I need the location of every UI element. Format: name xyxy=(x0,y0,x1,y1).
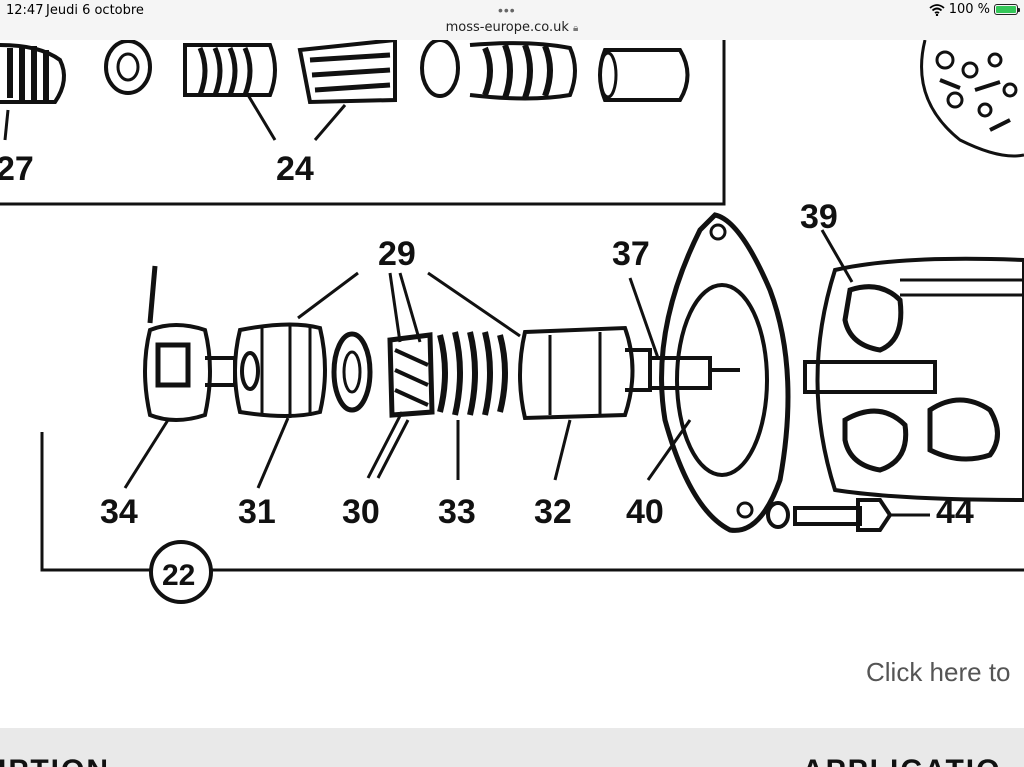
status-time: 12:47 xyxy=(6,3,44,18)
lock-icon: 🔒︎ xyxy=(573,23,579,34)
end-plate xyxy=(920,40,1024,158)
label-34: 34 xyxy=(100,493,138,531)
page-content: 27 24 29 37 39 34 31 30 33 32 40 44 22 xyxy=(0,40,1024,728)
address-bar[interactable]: moss-europe.co.uk 🔒︎ xyxy=(0,20,1024,35)
part-33 xyxy=(437,331,508,416)
status-right: 100 % xyxy=(929,2,1020,17)
label-39: 39 xyxy=(800,198,838,236)
callout-circle-22 xyxy=(149,540,213,604)
part-34 xyxy=(143,265,237,422)
column-header-description: IPTION xyxy=(0,754,110,767)
part-30 xyxy=(331,331,435,418)
parts-diagram: 27 24 29 37 39 34 31 30 33 32 40 44 22 xyxy=(0,40,1024,604)
label-37: 37 xyxy=(612,235,650,273)
label-32: 32 xyxy=(534,493,572,531)
url-text: moss-europe.co.uk xyxy=(445,20,569,35)
top-parts xyxy=(0,40,690,105)
status-bar: 12:47 Jeudi 6 octobre ••• moss-europe.co… xyxy=(0,0,1024,41)
label-27: 27 xyxy=(0,150,34,188)
wifi-icon xyxy=(929,3,945,16)
label-44: 44 xyxy=(936,493,974,531)
table-header-bar: IPTION APPLICATIO xyxy=(0,728,1024,767)
part-32 xyxy=(518,325,652,421)
label-31: 31 xyxy=(238,493,276,531)
status-date: Jeudi 6 octobre xyxy=(46,3,144,18)
column-header-application: APPLICATIO xyxy=(802,754,1001,767)
label-29: 29 xyxy=(378,235,416,273)
label-24: 24 xyxy=(276,150,314,188)
part-39 xyxy=(803,256,1024,503)
click-here-link[interactable]: Click here to xyxy=(866,657,1011,687)
leader-lines xyxy=(3,89,854,489)
label-22: 22 xyxy=(162,559,195,592)
battery-percent: 100 % xyxy=(948,2,990,17)
part-44 xyxy=(766,498,930,532)
battery-icon xyxy=(994,4,1020,15)
battery-fill xyxy=(996,6,1016,13)
part-31 xyxy=(233,322,327,418)
label-40: 40 xyxy=(626,493,664,531)
label-33: 33 xyxy=(438,493,476,531)
label-30: 30 xyxy=(342,493,380,531)
part-40 xyxy=(659,212,791,533)
more-icon[interactable]: ••• xyxy=(498,2,516,18)
